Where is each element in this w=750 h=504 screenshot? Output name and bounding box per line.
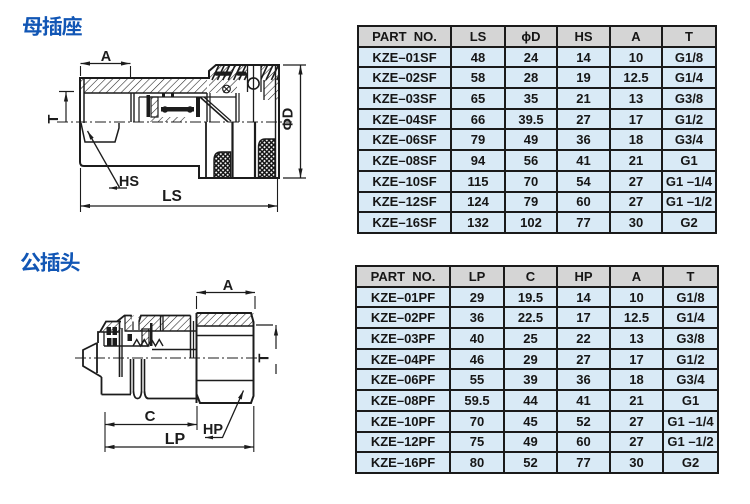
svg-text:C: C [145, 408, 156, 425]
svg-text:LP: LP [165, 431, 186, 448]
svg-text:A: A [101, 49, 112, 65]
svg-text:ΦD: ΦD [281, 108, 297, 130]
svg-text:HP: HP [203, 422, 223, 438]
svg-text:T: T [46, 114, 62, 123]
svg-text:T: T [257, 353, 273, 362]
svg-text:LS: LS [162, 188, 182, 205]
svg-text:HS: HS [119, 174, 139, 190]
svg-text:A: A [223, 278, 234, 294]
